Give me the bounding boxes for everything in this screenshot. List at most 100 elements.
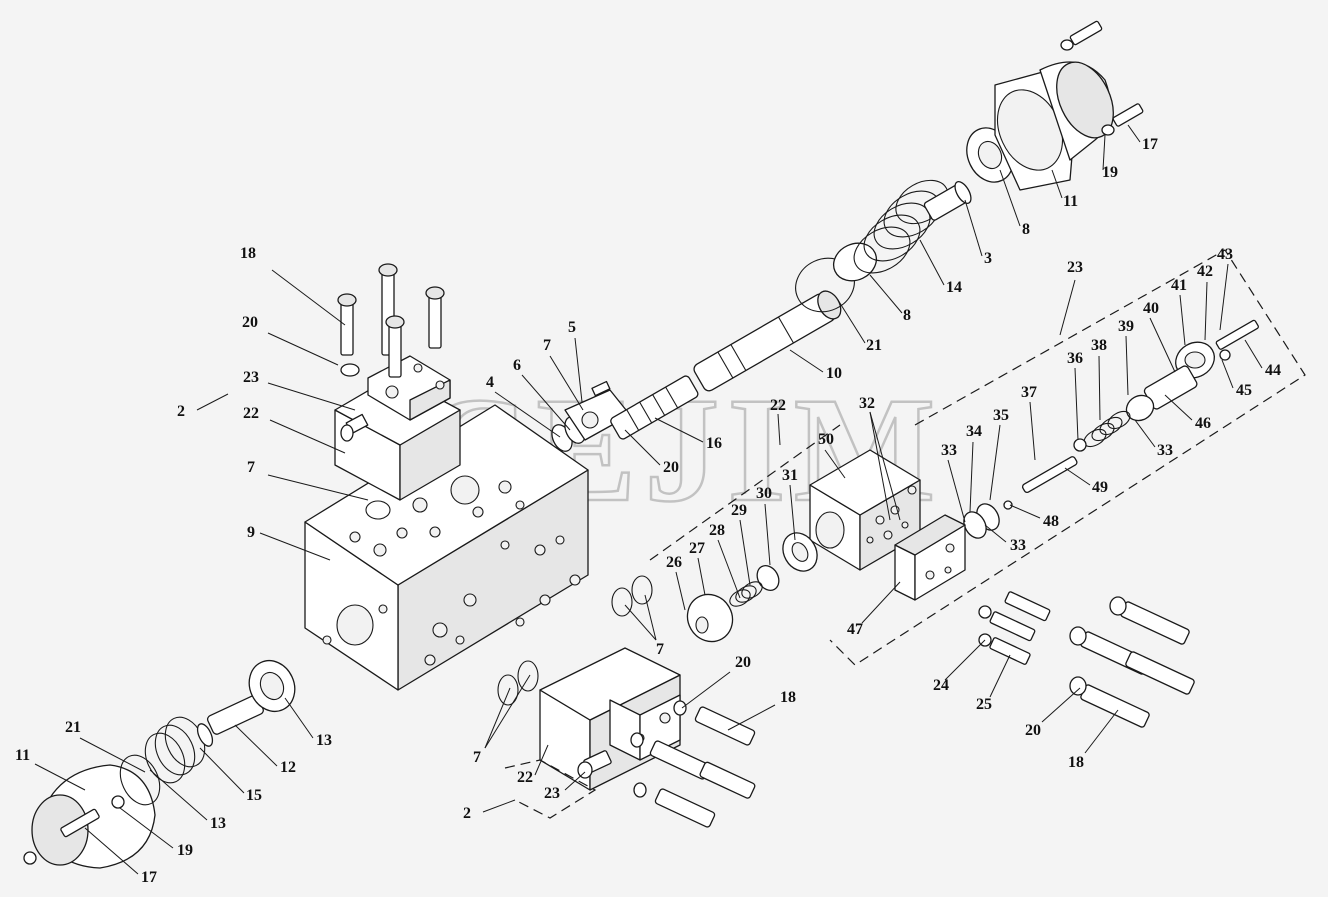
callout-label: 18 [1068,754,1084,771]
callout-leader [681,671,731,709]
callout-label: 24 [933,677,949,694]
callout-leader [267,474,369,501]
callout-leader [919,239,945,286]
callout-label: 33 [1157,442,1173,459]
callout-label: 2 [463,805,471,822]
callout-leader [1134,419,1156,448]
callout-label: 20 [1025,722,1041,739]
callout-label: 4 [486,374,494,391]
callout-label: 3 [984,250,992,267]
callout-label: 47 [847,621,863,638]
callout-leader [1221,359,1234,389]
callout-leader [1244,339,1263,369]
manifold-block-50 [809,449,921,571]
callout-leader [1041,687,1081,723]
callout-label: 20 [663,459,679,476]
center-spring [853,179,949,274]
left-cartridge-parts [686,532,818,643]
callout-leader [484,674,531,749]
callout-label: 49 [1092,479,1108,496]
callout-leader [259,532,331,561]
callout-label: 21 [866,337,882,354]
callout-leader [624,429,661,466]
callout-leader [1102,134,1106,171]
callout-label: 31 [782,467,798,484]
spring-28 [729,581,763,607]
callout-leader [494,391,561,438]
callout-label: 10 [826,365,842,382]
callout-leader [534,744,549,776]
callout-leader [269,419,346,454]
callout-leader [267,332,339,366]
callout-leader [777,413,781,446]
callout-label: 8 [1022,221,1030,238]
callout-leader [84,827,139,875]
callout-label: 43 [1217,246,1233,263]
callout-label: 23 [243,369,259,386]
callout-leader [1179,294,1186,346]
callout-leader [624,604,657,641]
callout-leader [861,581,901,624]
callout-leader [196,393,229,411]
upper-valve-bolts [337,263,445,378]
lower-right-bolts [978,591,1195,728]
callout-leader [1149,317,1176,373]
lower-valve-boundary [504,759,597,819]
callout-leader [199,747,245,794]
callout-leader [989,424,1001,501]
callout-label: 34 [966,423,982,440]
callout-leader [1127,124,1141,143]
callout-label: 16 [706,435,722,452]
callout-leader [739,519,751,586]
callout-label: 25 [976,696,992,713]
callout-label: 32 [859,395,875,412]
callout-label: 7 [473,749,481,766]
callout-label: 26 [666,554,682,571]
main-valve-block [304,404,589,691]
callout-leader [837,299,866,344]
callout-label: 18 [780,689,796,706]
callout-leader [789,349,824,373]
callout-label: 6 [513,357,521,374]
subassembly-boundary-left [649,424,841,561]
callout-leader [119,807,174,849]
callout-leader [1164,394,1193,421]
callout-leader [644,594,657,641]
callout-label: 46 [1195,415,1211,432]
callout-leader [564,771,586,791]
callout-label: 38 [1091,337,1107,354]
callout-leader [1219,263,1229,331]
callout-label: 11 [1063,193,1078,210]
callout-label: 15 [246,787,262,804]
o-ring-pair-lower [497,674,519,706]
callout-label: 33 [1010,537,1026,554]
callout-leader [234,724,278,767]
callout-leader [944,639,986,681]
callout-leader [149,769,208,821]
callout-leader [34,763,86,791]
callout-label: 50 [818,431,834,448]
callout-leader [764,503,771,566]
callout-leader [1051,169,1063,199]
callout-label: 20 [735,654,751,671]
callout-leader [789,484,796,541]
callout-label: 41 [1171,277,1187,294]
center-stem-parts [551,127,1014,452]
callout-leader [1084,709,1119,754]
callout-leader [1074,367,1079,441]
callout-label: 45 [1236,382,1252,399]
callout-label: 7 [543,337,551,354]
callout-label: 5 [568,319,576,336]
callout-label: 30 [756,485,772,502]
callout-leader [549,355,584,411]
callout-leader [717,539,741,599]
callout-label: 13 [316,732,332,749]
callout-leader [964,199,983,257]
callout-label: 23 [1067,259,1083,276]
callout-leader [869,411,901,521]
callout-leader [267,382,356,411]
callout-leader [521,374,571,431]
callout-leader [869,274,903,314]
